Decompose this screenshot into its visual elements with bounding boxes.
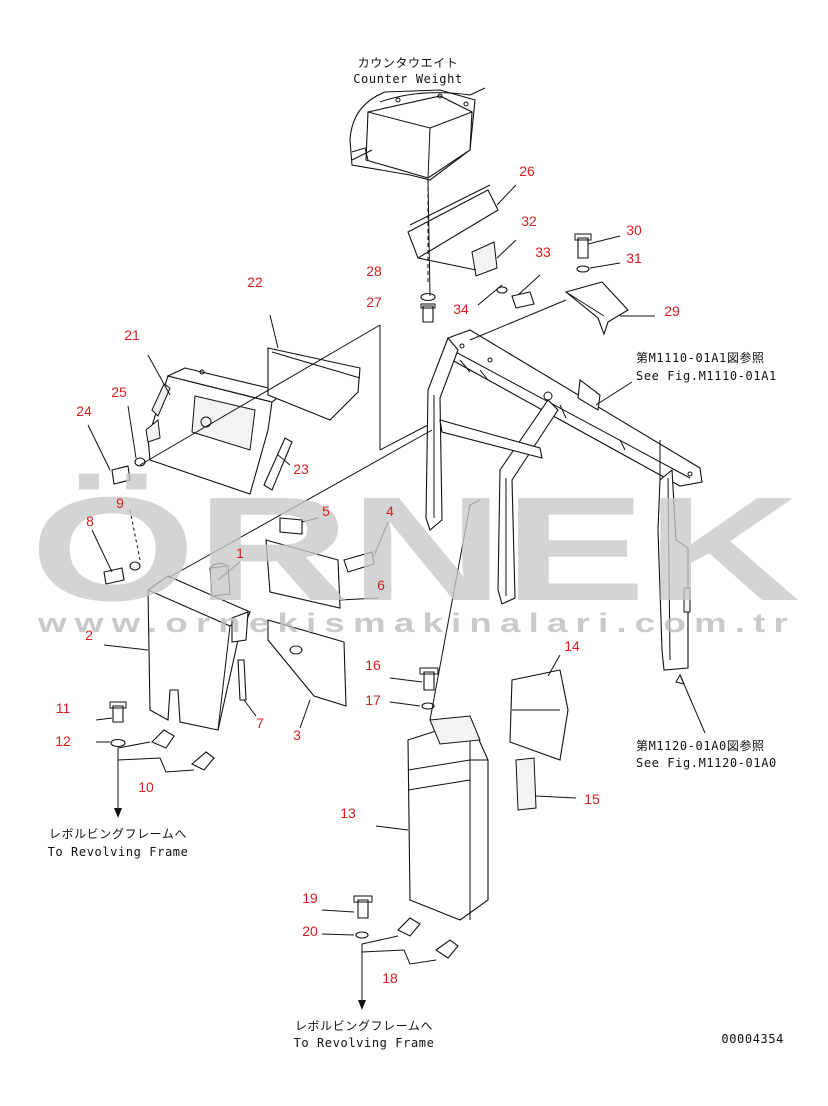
reference-top-en: See Fig.M1110-01A1 [636,369,777,383]
bracket-10-drawing [109,701,215,771]
bracket-18-drawing [353,895,459,959]
plate-29-drawing [564,233,629,336]
callouts: 1 2 3 4 5 6 7 8 9 10 11 12 13 14 15 16 1… [55,163,680,986]
callout-5: 5 [322,503,330,519]
callout-18: 18 [382,970,398,986]
callout-32: 32 [521,213,537,229]
callout-20: 20 [302,923,318,939]
counterweight-caption-en: Counter Weight [353,72,463,86]
callout-29: 29 [664,303,680,319]
callout-25: 25 [111,384,127,400]
callout-2: 2 [85,627,93,643]
cover-21-drawing [111,347,361,495]
callout-8: 8 [86,513,94,529]
callout-34: 34 [453,301,469,317]
callout-33: 33 [535,244,551,260]
callout-15: 15 [584,791,600,807]
main-frame-drawing [425,329,703,671]
bracket-26-drawing [407,180,535,323]
cover-2-drawing [103,509,375,731]
callout-22: 22 [247,274,263,290]
revolving-frame-bottom-jp: レボルビングフレームへ [295,1019,433,1033]
callout-17: 17 [365,692,381,708]
callout-12: 12 [55,733,71,749]
callout-3: 3 [293,727,301,743]
revolving-frame-bottom-en: To Revolving Frame [294,1036,435,1050]
watermark: ÖRNEK www.ornekismakinalari.com.tr [30,467,800,638]
callout-4: 4 [386,503,394,519]
callout-16: 16 [365,657,381,673]
revolving-frame-left-jp: レボルビングフレームへ [49,827,187,841]
reference-bottom-en: See Fig.M1120-01A0 [636,756,777,770]
reference-top-jp: 第M1110-01A1図参照 [636,350,765,365]
counterweight-caption-jp: カウンタウエイト [358,56,459,70]
cover-13-drawing [407,667,569,921]
callout-14: 14 [564,638,580,654]
reference-bottom-jp: 第M1120-01A0図参照 [636,738,765,753]
callout-26: 26 [519,163,535,179]
callout-7: 7 [256,715,264,731]
watermark-url: www.ornekismakinalari.com.tr [37,608,796,638]
leader-lines [87,179,706,1010]
callout-19: 19 [302,890,318,906]
callout-21: 21 [124,327,140,343]
callout-31: 31 [626,250,642,266]
captions: カウンタウエイト Counter Weight 第M1110-01A1図参照 S… [48,56,784,1050]
callout-6: 6 [377,577,385,593]
callout-1: 1 [236,545,244,561]
callout-11: 11 [56,700,71,716]
callout-28: 28 [366,263,382,279]
callout-9: 9 [116,495,124,511]
counterweight-drawing [349,87,486,181]
drawing-number: 00004354 [721,1032,784,1046]
revolving-frame-left-en: To Revolving Frame [48,845,189,859]
watermark-brand: ÖRNEK [30,467,800,632]
callout-23: 23 [293,461,309,477]
callout-24: 24 [76,403,92,419]
callout-10: 10 [138,779,154,795]
callout-27: 27 [366,294,382,310]
callout-30: 30 [626,222,642,238]
callout-13: 13 [340,805,356,821]
